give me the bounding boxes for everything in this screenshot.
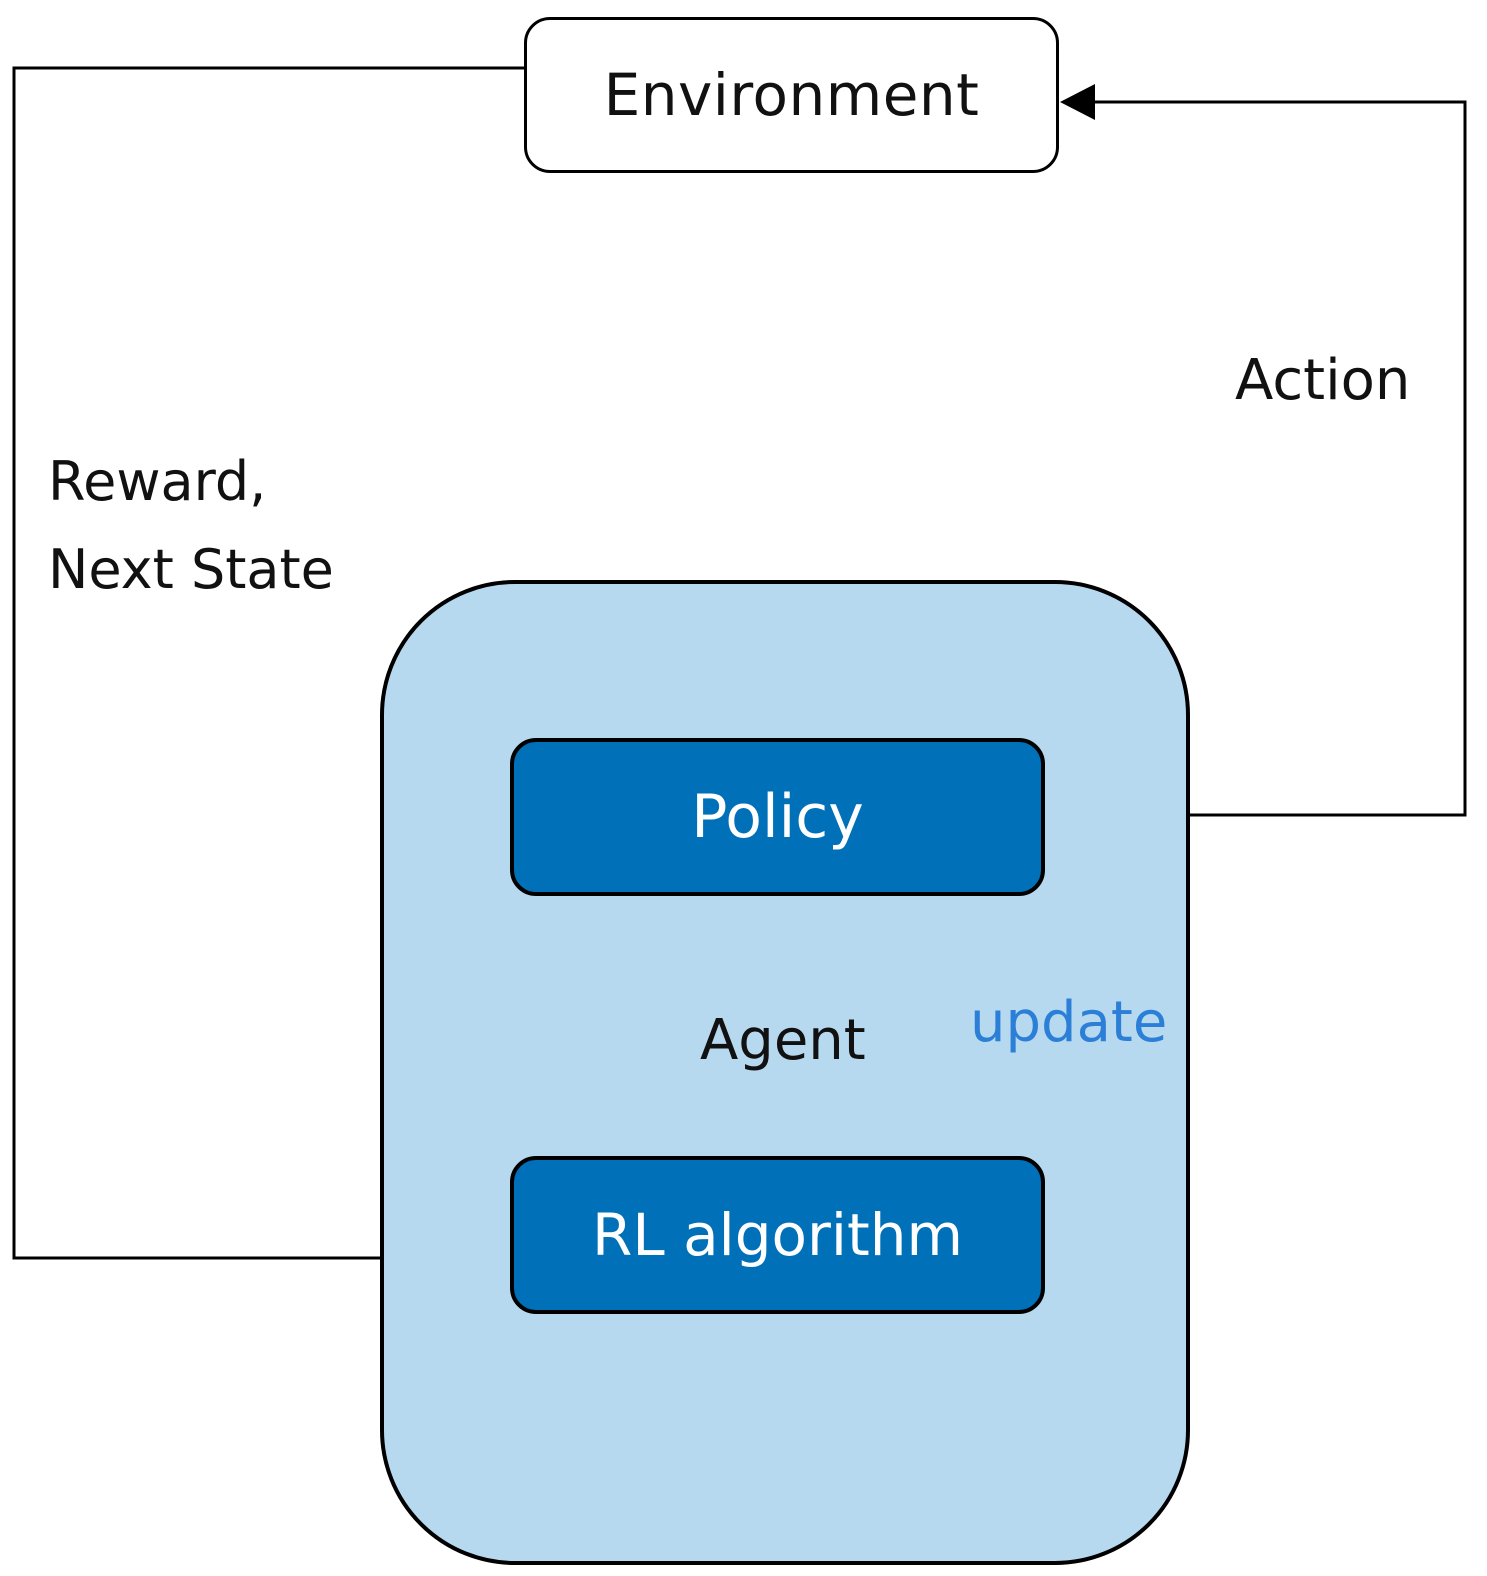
rl-algorithm-label: RL algorithm xyxy=(592,1201,963,1269)
environment-node: Environment xyxy=(524,17,1059,173)
rl-algorithm-node: RL algorithm xyxy=(510,1156,1045,1314)
update-label: update xyxy=(970,990,1168,1055)
action-connector xyxy=(1045,100,1467,817)
agent-label: Agent xyxy=(700,1008,866,1073)
reward-label-line-1: Reward, xyxy=(48,450,267,513)
policy-label: Policy xyxy=(691,782,864,852)
policy-node: Policy xyxy=(510,738,1045,896)
reward-next-state-connector xyxy=(12,66,524,1260)
reward-label-line-2: Next State xyxy=(48,538,334,601)
action-label: Action xyxy=(1235,348,1411,413)
action-arrowhead xyxy=(1060,84,1095,120)
environment-label: Environment xyxy=(603,61,980,129)
reward-next-state-label: Reward, Next State xyxy=(48,438,334,614)
